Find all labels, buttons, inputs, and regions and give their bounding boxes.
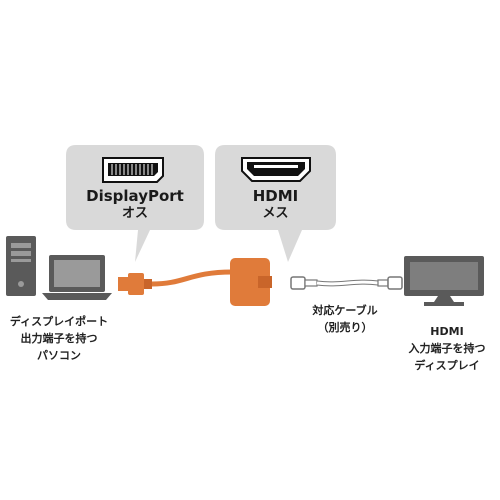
pc-tower-icon	[6, 236, 36, 296]
pc-label-line: パソコン	[37, 349, 81, 362]
adapter-box-icon	[230, 258, 272, 306]
display-monitor-icon	[404, 256, 484, 306]
hdmi-label: HDMI	[252, 187, 299, 205]
display-label-line: ディスプレイ	[414, 359, 480, 372]
cable-label: 対応ケーブル （別売り）	[290, 302, 400, 336]
laptop-icon	[42, 255, 112, 300]
cable-label-line: 対応ケーブル	[312, 304, 378, 317]
displayport-connector-icon	[102, 157, 164, 183]
hdmi-bubble-title: HDMI メス	[215, 188, 336, 222]
displayport-gender-label: オス	[121, 206, 148, 221]
displayport-label: DisplayPort	[86, 187, 184, 205]
hdmi-connector-icon	[241, 157, 311, 182]
pc-label-line: 出力端子を持つ	[20, 332, 98, 345]
display-label-line: HDMI	[430, 325, 464, 338]
adapter-cable	[151, 269, 233, 287]
display-label-line: 入力端子を持つ	[408, 342, 486, 355]
displayport-bubble-shape	[66, 145, 204, 262]
pc-label: ディスプレイポート 出力端子を持つ パソコン	[0, 313, 118, 364]
hdmi-cable-icon	[290, 276, 403, 290]
displayport-plug-icon	[118, 273, 152, 295]
displayport-bubble	[66, 145, 204, 262]
cable-label-line: （別売り）	[317, 321, 373, 334]
display-label: HDMI 入力端子を持つ ディスプレイ	[395, 323, 499, 374]
hdmi-gender-label: メス	[262, 206, 289, 221]
pc-label-line: ディスプレイポート	[9, 315, 109, 328]
displayport-bubble-title: DisplayPort オス	[66, 188, 204, 222]
hdmi-bubble	[215, 145, 336, 262]
